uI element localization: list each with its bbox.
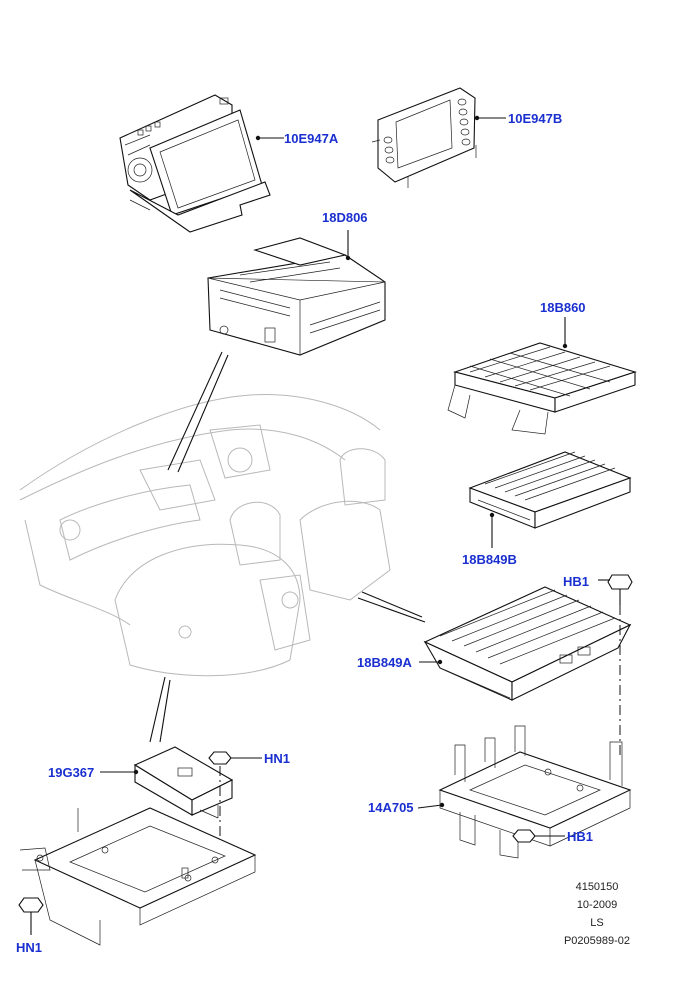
callout-hb1-lower: HB1: [567, 829, 593, 844]
display-unit-large[interactable]: [119, 94, 284, 233]
control-module[interactable]: [100, 746, 234, 819]
callout-hb1-upper: HB1: [563, 574, 589, 589]
nut-hb1-lower[interactable]: [512, 829, 565, 843]
nut-hn1-lower[interactable]: [18, 897, 44, 935]
callout-19g367: 19G367: [48, 765, 94, 780]
mounting-bracket-left[interactable]: [19, 807, 257, 946]
bolt-upper[interactable]: [598, 574, 633, 605]
amplifier-bracket[interactable]: [447, 317, 637, 435]
footer-line-4: P0205989-02: [564, 935, 630, 947]
callout-18b849a: 18B849A: [357, 655, 413, 670]
nut-hn1-upper[interactable]: [208, 751, 262, 765]
mounting-bracket-right[interactable]: [417, 725, 632, 859]
footer-line-1: 4150150: [576, 881, 619, 893]
callout-hn1-lower: HN1: [16, 940, 42, 955]
callout-14a705: 14A705: [368, 800, 414, 815]
callout-10e947a: 10E947A: [284, 131, 339, 146]
leader-lines: [149, 351, 426, 743]
display-unit-small[interactable]: [371, 87, 506, 188]
callout-hn1-upper: HN1: [264, 751, 290, 766]
amplifier-a[interactable]: [419, 586, 632, 701]
footer-line-2: 10-2009: [577, 899, 617, 911]
callout-18b849b: 18B849B: [462, 552, 517, 567]
radio-unit[interactable]: [207, 230, 386, 356]
callout-10e947b: 10E947B: [508, 111, 562, 126]
callout-18d806: 18D806: [322, 210, 368, 225]
vehicle-interior: [19, 394, 391, 677]
callout-18b860: 18B860: [540, 300, 586, 315]
amplifier-b[interactable]: [468, 451, 632, 548]
footer-line-3: LS: [590, 917, 603, 929]
